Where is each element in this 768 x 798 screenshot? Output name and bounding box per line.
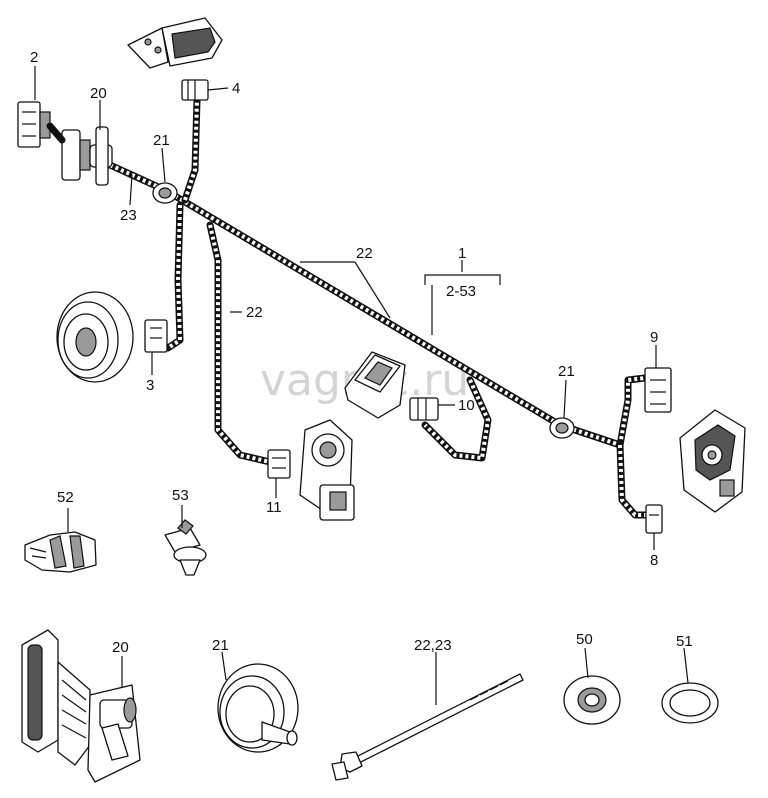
boot-20-top bbox=[61, 126, 113, 186]
callout-22-top: 22 bbox=[356, 245, 373, 262]
connector-3 bbox=[144, 319, 168, 353]
callout-1: 1 bbox=[458, 245, 466, 262]
ring-51 bbox=[661, 682, 719, 724]
grommet-21-right bbox=[549, 417, 575, 439]
callout-10: 10 bbox=[458, 397, 475, 414]
callout-labels: 2 20 21 4 23 22 22 3 1 2-53 10 11 21 9 8… bbox=[30, 49, 693, 656]
connector-8 bbox=[645, 504, 663, 534]
callout-21-right: 21 bbox=[558, 363, 575, 380]
callout-9: 9 bbox=[650, 329, 658, 346]
connector-4 bbox=[181, 79, 209, 101]
clip-52 bbox=[24, 531, 97, 573]
callout-52: 52 bbox=[57, 489, 74, 506]
clip-53 bbox=[164, 519, 207, 576]
callout-2: 2 bbox=[30, 49, 38, 66]
speaker-part bbox=[56, 291, 134, 383]
connector-9 bbox=[644, 367, 672, 413]
callout-53: 53 bbox=[172, 487, 189, 504]
callout-23: 23 bbox=[120, 207, 137, 224]
callout-22-left: 22 bbox=[246, 304, 263, 321]
wiring-harness bbox=[106, 96, 652, 519]
callout-50: 50 bbox=[576, 631, 593, 648]
connector-2 bbox=[17, 101, 66, 148]
callout-3: 3 bbox=[146, 377, 154, 394]
callout-21-bottom: 21 bbox=[212, 637, 229, 654]
callout-11: 11 bbox=[266, 499, 282, 516]
cable-tie bbox=[331, 673, 524, 781]
leader-lines bbox=[34, 66, 689, 705]
grommet-21-left bbox=[152, 182, 178, 204]
callout-20-bottom: 20 bbox=[112, 639, 129, 656]
callout-51: 51 bbox=[676, 633, 693, 650]
window-switch bbox=[344, 351, 406, 419]
grommet-21-bottom bbox=[217, 663, 299, 753]
callout-21-top: 21 bbox=[153, 132, 170, 149]
callout-8: 8 bbox=[650, 552, 658, 569]
washer-50 bbox=[563, 675, 621, 725]
connector-11 bbox=[267, 449, 291, 479]
callout-20-top: 20 bbox=[90, 85, 107, 102]
door-lock bbox=[679, 409, 746, 513]
boot-20-bottom bbox=[21, 629, 141, 783]
window-motor bbox=[299, 419, 355, 521]
callout-4: 4 bbox=[232, 80, 240, 97]
callout-22-23: 22,23 bbox=[414, 637, 452, 654]
callout-1-range: 2-53 bbox=[446, 283, 476, 300]
connector-10 bbox=[409, 397, 439, 421]
mirror-part bbox=[127, 17, 223, 69]
